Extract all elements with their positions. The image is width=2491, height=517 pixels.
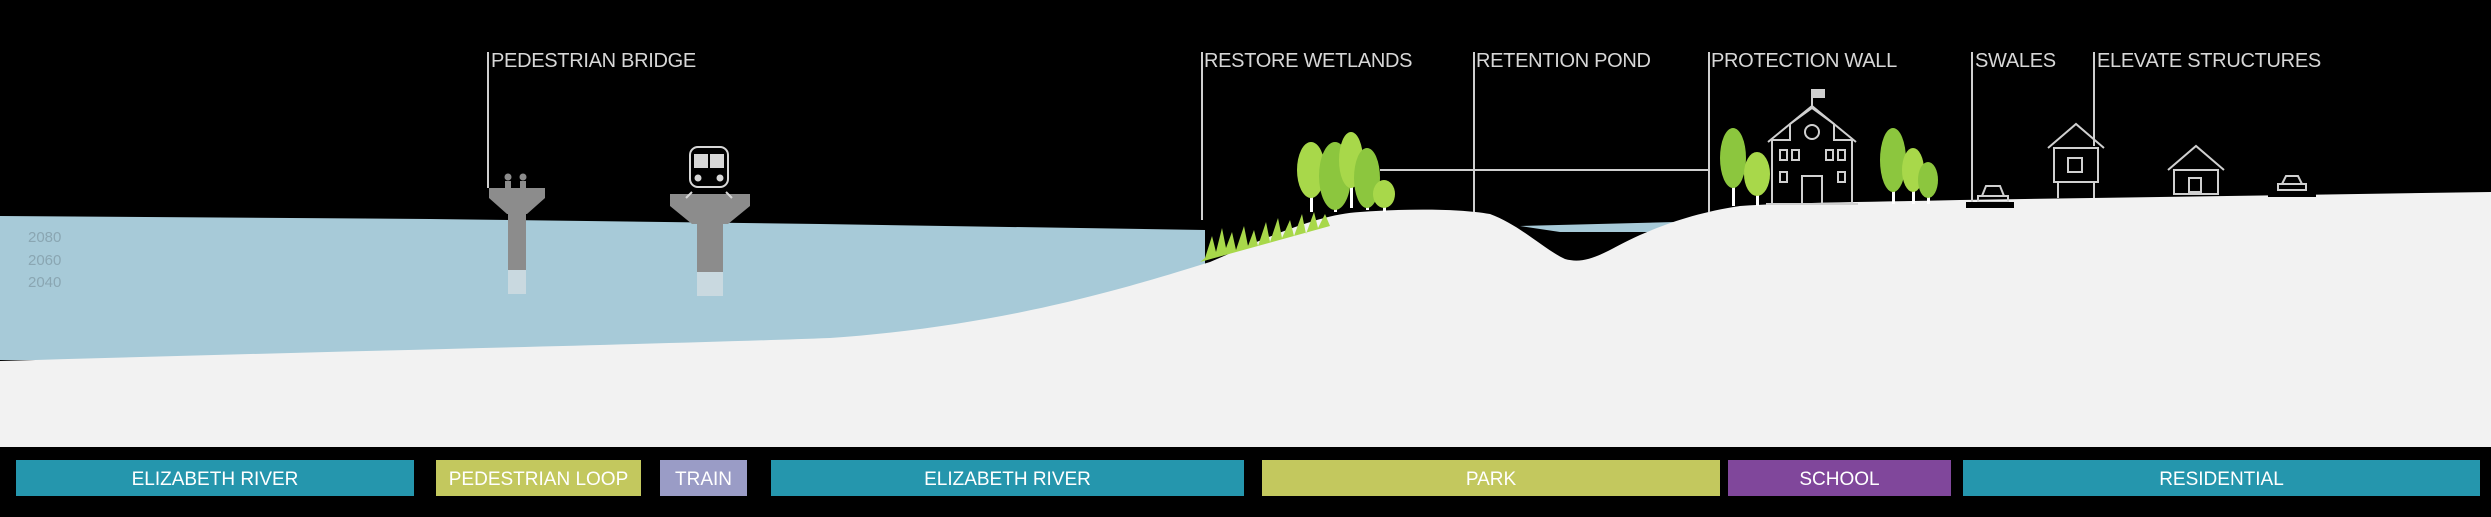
park-wall-outline: [1380, 169, 1710, 210]
legend-swatch: [1728, 460, 1951, 496]
swales-label: SWALES: [1975, 50, 2056, 72]
callout-lines: [487, 52, 2095, 220]
water-level-2060: 2060: [28, 252, 61, 269]
legend-label: RESIDENTIAL: [2159, 469, 2284, 490]
legend-swatch: [771, 460, 1244, 496]
legend-swatch: [16, 460, 414, 496]
legend-label: ELIZABETH RIVER: [132, 469, 299, 490]
train-bridge-pier: [670, 146, 750, 296]
legend-label: TRAIN: [675, 469, 732, 490]
legend-swatch: [1963, 460, 2480, 496]
pier-cap: [489, 188, 545, 214]
legend-label: PARK: [1466, 469, 1517, 490]
pedestrians-icon: [504, 173, 527, 189]
legend-label: SCHOOL: [1799, 469, 1879, 490]
legend-bar: ELIZABETH RIVER PEDESTRIAN LOOP TRAIN ELIZA…: [16, 460, 2480, 496]
elevate-structures-label: ELEVATE STRUCTURES: [2097, 50, 2321, 72]
pedestrian-bridge-label: PEDESTRIAN BRIDGE: [491, 50, 696, 72]
swale-dip-2: [2268, 192, 2316, 197]
legend-swatch: [660, 460, 747, 496]
tree-icon: [1918, 162, 1938, 204]
school-trees: [1720, 128, 1938, 206]
pier-column-submerged: [508, 270, 526, 294]
river-water: [0, 216, 1205, 360]
restore-wetlands-label: RESTORE WETLANDS: [1204, 50, 1412, 72]
car-icon: [2277, 175, 2307, 191]
wetland-grass: [1200, 212, 1330, 262]
tree-icon: [1880, 128, 1906, 204]
protection-wall-label: PROTECTION WALL: [1711, 50, 1897, 72]
legend-label: PEDESTRIAN LOOP: [449, 469, 629, 490]
tree-icon: [1720, 128, 1746, 206]
swale-dip: [1966, 202, 2014, 208]
retention-pond-label: RETENTION POND: [1476, 50, 1651, 72]
legend-swatch: [436, 460, 641, 496]
train-pier-cap: [670, 194, 750, 224]
water-level-2080: 2080: [28, 229, 61, 246]
park-trees: [1297, 132, 1395, 212]
legend-swatch: [1262, 460, 1720, 496]
train-pier-column-submerged: [697, 272, 723, 296]
tree-icon: [1373, 180, 1395, 212]
house-icon: [2167, 144, 2225, 195]
train-icon: [685, 146, 733, 199]
ground: [0, 192, 2491, 447]
tree-icon: [1297, 142, 1325, 212]
pedestrian-bridge-pier: [489, 173, 545, 294]
house-icon: [2047, 122, 2105, 198]
legend-label: ELIZABETH RIVER: [924, 469, 1091, 490]
water-level-labels: 2080 2060 2040: [28, 229, 61, 291]
water-level-2040: 2040: [28, 274, 61, 291]
clock-icon: [1804, 124, 1820, 140]
swale-dip-3: [2320, 190, 2332, 194]
school-icon: [1766, 89, 1858, 205]
grass-clump: [1200, 212, 1330, 262]
tree-icon: [1744, 152, 1770, 206]
callout-labels: PEDESTRIAN BRIDGE RESTORE WETLANDS RETEN…: [491, 50, 2321, 72]
